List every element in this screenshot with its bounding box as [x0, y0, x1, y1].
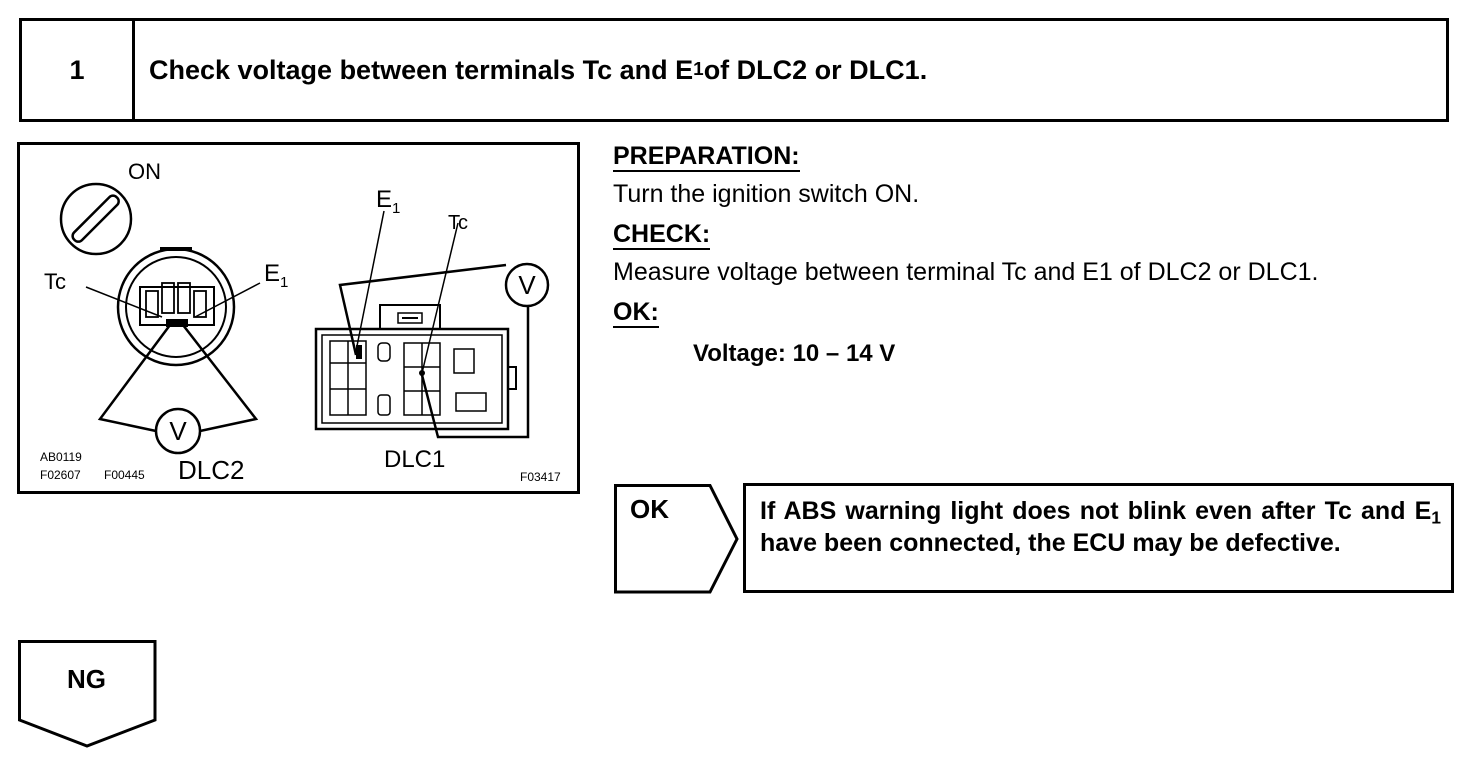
step-title-suffix: of DLC2 or DLC1.	[703, 54, 928, 85]
figure-code-4: F03417	[520, 470, 561, 484]
dlc1-label: DLC1	[384, 446, 445, 473]
dlc2-label: DLC2	[178, 455, 244, 485]
step-header-box: 1 Check voltage between terminals Tc and…	[19, 18, 1449, 122]
figure-code-3: F00445	[104, 468, 145, 482]
step-title: Check voltage between terminals Tc and E…	[149, 21, 927, 119]
dlc1-voltmeter-symbol: V	[518, 270, 536, 300]
check-heading: CHECK:	[613, 220, 711, 250]
dlc2-e-label: E1	[264, 260, 288, 291]
dlc1-voltmeter-icon	[504, 262, 550, 308]
ng-arrow-box	[18, 640, 157, 748]
dlc1-connector-icon	[314, 304, 517, 431]
ok-arrow-box	[614, 484, 739, 594]
ok-result-text-part2: have been connected, the ECU may be defe…	[760, 529, 1341, 558]
step-title-subscript: 1	[693, 59, 704, 80]
step-number: 1	[69, 54, 85, 85]
preparation-heading: PREPARATION:	[613, 142, 800, 172]
ok-heading: OK:	[613, 298, 659, 328]
figure-code-2: F02607	[40, 468, 81, 482]
preparation-text: Turn the ignition switch ON.	[613, 180, 920, 208]
switch-on-label: ON	[128, 159, 161, 184]
check-text: Measure voltage between terminal Tc and …	[613, 258, 1319, 286]
ng-arrow-label: NG	[67, 664, 106, 694]
dlc2-connector-icon	[116, 247, 236, 367]
diagram-svg: ON Tc E1 V	[40, 159, 561, 485]
dlc1-e-label: E1	[376, 186, 400, 217]
step-title-prefix: Check voltage between terminals Tc and E	[149, 54, 694, 85]
ok-result-box: If ABS warning light does not blink even…	[743, 483, 1454, 593]
dlc2-tc-label: Tc	[44, 269, 66, 294]
dlc2-voltmeter-icon	[154, 407, 202, 455]
ignition-switch-icon	[59, 182, 133, 256]
ok-result-text-part1: If ABS warning light does not blink even…	[760, 497, 1432, 525]
ok-result-subscript: 1	[1431, 507, 1441, 528]
dlc1-tc-label: Tc	[448, 212, 468, 234]
figure-code-1: AB0119	[40, 450, 82, 464]
ok-voltage-value: Voltage: 10 – 14 V	[693, 340, 896, 367]
ok-arrow-label: OK	[630, 494, 669, 524]
connector-diagram: ON Tc E1 V	[17, 142, 580, 494]
step-divider	[132, 21, 135, 119]
dlc2-voltmeter-symbol: V	[169, 416, 187, 446]
